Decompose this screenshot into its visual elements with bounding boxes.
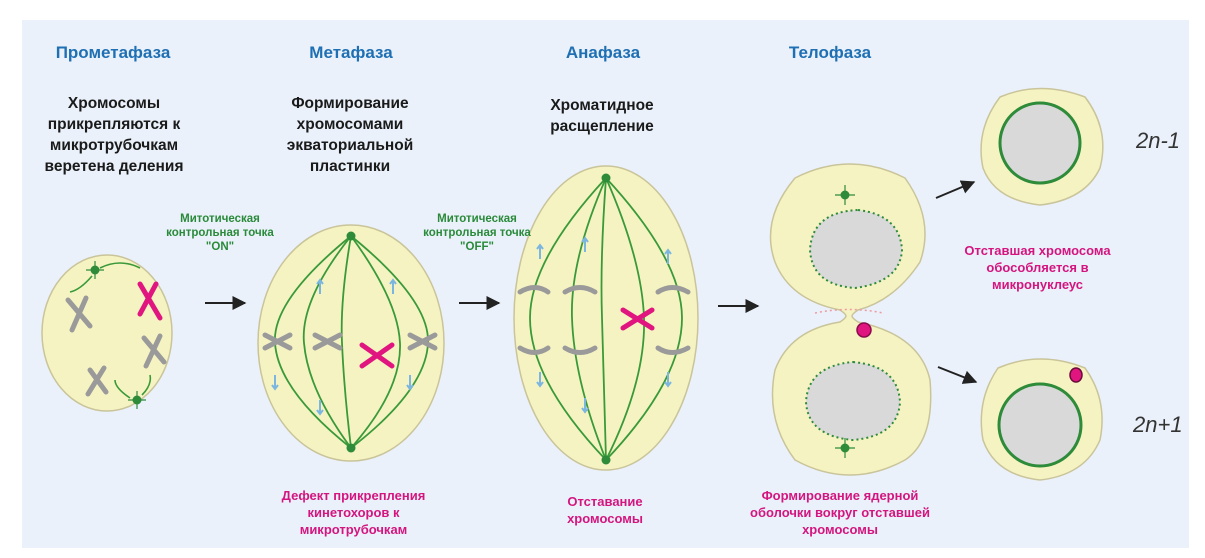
nucleus	[1000, 103, 1080, 183]
defect-lagging-label: Отставание хромосомы	[550, 493, 660, 527]
lagging-chromosome	[857, 323, 871, 337]
phase-desc-metaphase: Формирование хромосомами экваториальной …	[265, 93, 435, 177]
phase-desc-anaphase: Хроматидное расщепление	[532, 95, 672, 137]
daughter-cell-2n-minus-1	[981, 89, 1103, 206]
phase-title-prometaphase: Прометафаза	[48, 43, 178, 63]
prometaphase-cell	[42, 255, 172, 411]
phase-title-anaphase: Анафаза	[553, 43, 653, 63]
defect-envelope-label: Формирование ядерной оболочки вокруг отс…	[730, 487, 950, 538]
centrosome	[347, 232, 356, 241]
anaphase-cell	[514, 166, 698, 470]
phase-title-metaphase: Метафаза	[296, 43, 406, 63]
phase-desc-prometaphase: Хромосомы прикрепляются к микротрубочкам…	[40, 93, 188, 177]
phase-title-telophase: Телофаза	[775, 43, 885, 63]
telophase-cell	[771, 164, 931, 475]
ploidy-label-minus: 2n-1	[1136, 128, 1180, 154]
centrosome	[347, 444, 356, 453]
nucleus	[999, 384, 1081, 466]
daughter-cell-2n-plus-1	[981, 359, 1102, 480]
micronucleus	[1070, 368, 1082, 382]
defect-kinetochore-label: Дефект прикрепления кинетохоров к микрот…	[266, 487, 441, 538]
micronucleus-label: Отставшая хромосома обособляется в микро…	[955, 242, 1120, 293]
checkpoint-on-label: Митотическая контрольная точка "ON"	[165, 212, 275, 254]
ploidy-label-plus: 2n+1	[1133, 412, 1183, 438]
arrow-icon	[936, 182, 974, 198]
centrosome	[602, 174, 611, 183]
centrosome	[602, 456, 611, 465]
metaphase-cell	[258, 225, 444, 461]
checkpoint-off-label: Митотическая контрольная точка "OFF"	[422, 212, 532, 254]
arrow-icon	[938, 367, 976, 382]
